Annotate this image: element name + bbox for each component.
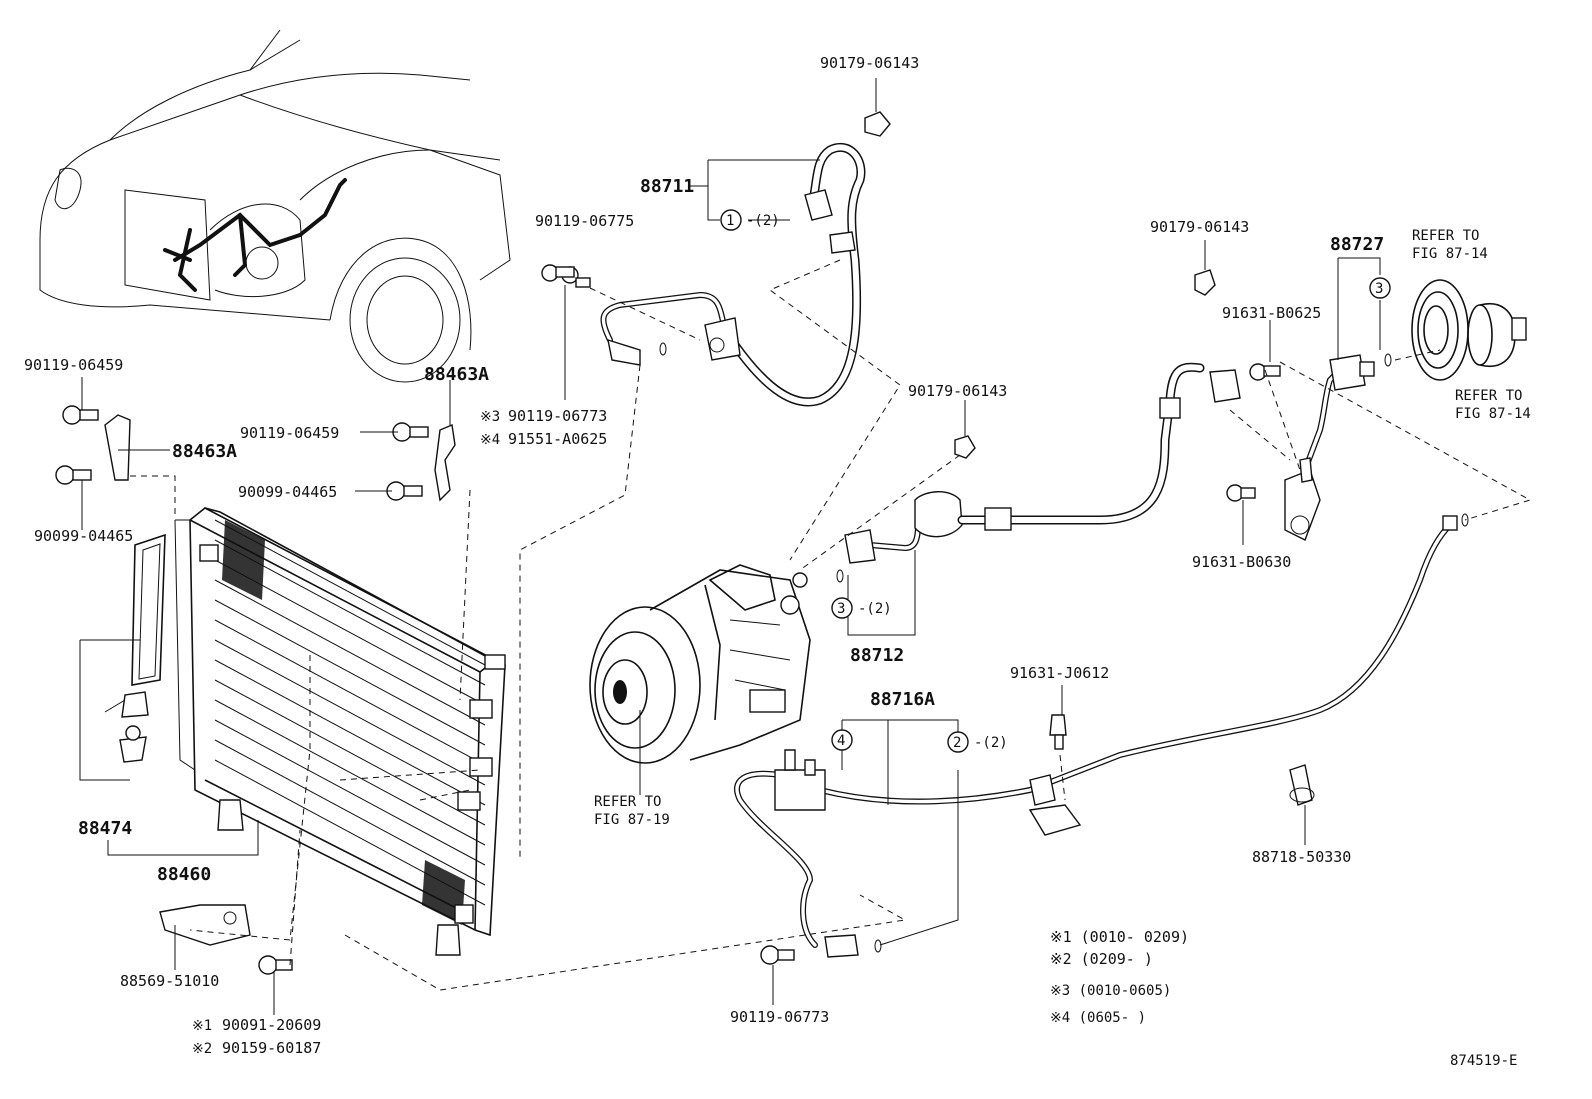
pipe-88716A: [734, 513, 1469, 958]
pipe-88727: [1284, 353, 1392, 541]
seal-strip-icon: [119, 533, 166, 763]
label-91631-B0625: 91631-B0625: [1222, 304, 1321, 322]
circle-label-3a: 3: [1375, 281, 1383, 297]
label-90179-06143-top: 90179-06143: [820, 54, 919, 72]
label-90091-20609: 90091-20609: [222, 1016, 321, 1034]
leader-lines: [79, 78, 1532, 1015]
note-1: ※1 (0010- 0209): [1050, 928, 1189, 946]
condenser-icon: [174, 507, 506, 956]
figure-id: 874519-E: [1450, 1053, 1517, 1069]
label-90099-04465-right: 90099-04465: [238, 483, 337, 501]
label-88716A: 88716A: [870, 689, 935, 710]
label-91551-A0625: 91551-A0625: [508, 430, 607, 448]
label-88569-51010: 88569-51010: [120, 972, 219, 990]
label-88463A-left: 88463A: [172, 441, 237, 462]
refer-87-19-line2: FIG 87-19: [594, 812, 670, 828]
label-90119-06775: 90119-06775: [535, 212, 634, 230]
circle-label-1: 1: [726, 213, 734, 229]
label-qty-1: -(2): [746, 213, 780, 229]
refer-87-14-top-line2: FIG 87-14: [1412, 246, 1488, 262]
label-88712: 88712: [850, 645, 904, 666]
label-91631-J0612: 91631-J0612: [1010, 664, 1109, 682]
magnetic-clutch-icon: [1411, 279, 1527, 381]
label-88460: 88460: [157, 864, 211, 885]
label-qty-2: -(2): [974, 735, 1008, 751]
label-88711: 88711: [640, 176, 694, 197]
bolt-icons: [55, 111, 1281, 975]
clamp-icon: [1289, 764, 1315, 806]
circle-label-3b: 3: [837, 601, 845, 617]
mark-4: ※4: [480, 432, 500, 448]
note-3: ※3 (0010-0605): [1050, 983, 1171, 999]
label-91631-B0630: 91631-B0630: [1192, 553, 1291, 571]
label-88718-50330: 88718-50330: [1252, 848, 1351, 866]
callout-circles: [720, 209, 1391, 753]
mark-2: ※2: [192, 1041, 212, 1057]
circle-label-2: 2: [953, 735, 961, 751]
label-90119-06459-left: 90119-06459: [24, 356, 123, 374]
note-2: ※2 (0209- ): [1050, 950, 1153, 968]
label-88463A-right: 88463A: [424, 364, 489, 385]
condenser-fins: [214, 519, 486, 906]
mark-1: ※1: [192, 1018, 212, 1034]
hose-88712: [836, 362, 1241, 583]
refer-87-14-top-line1: REFER TO: [1412, 228, 1479, 244]
label-90099-04465-left: 90099-04465: [34, 527, 133, 545]
hose-88711: [600, 142, 866, 407]
label-90119-06773-bot: 90119-06773: [730, 1008, 829, 1026]
label-90159-60187: 90159-60187: [222, 1039, 321, 1057]
refer-87-19-line1: REFER TO: [594, 794, 661, 810]
mark-3: ※3: [480, 409, 500, 425]
refer-87-14-bot-line1: REFER TO: [1455, 388, 1522, 404]
car-front-icon: [39, 29, 511, 383]
label-qty-3: -(2): [858, 601, 892, 617]
circle-label-4: 4: [837, 733, 845, 749]
refer-87-14-bot-line2: FIG 87-14: [1455, 406, 1531, 422]
label-90179-06143-right: 90179-06143: [1150, 218, 1249, 236]
label-88727: 88727: [1330, 234, 1384, 255]
compressor-icon: [589, 564, 811, 764]
label-90119-06773-mid: 90119-06773: [508, 407, 607, 425]
label-90119-06459-right: 90119-06459: [240, 424, 339, 442]
bracket-icon: [159, 904, 251, 946]
label-90179-06143-mid: 90179-06143: [908, 382, 1007, 400]
note-4: ※4 (0605- ): [1050, 1010, 1146, 1026]
label-88474: 88474: [78, 818, 132, 839]
